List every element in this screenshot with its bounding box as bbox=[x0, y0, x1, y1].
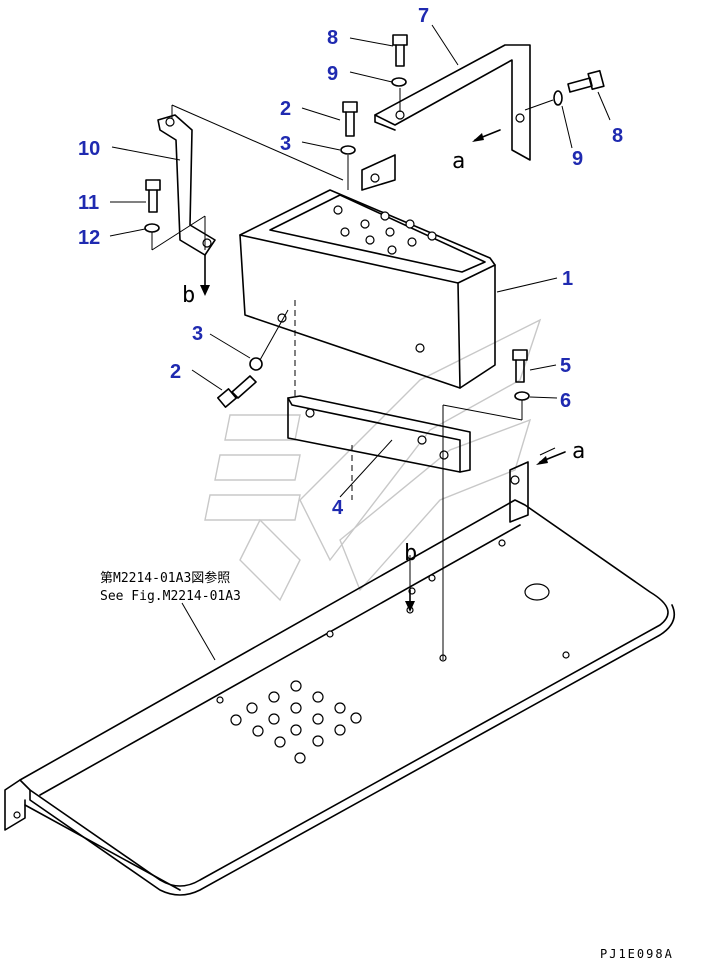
bracket-4 bbox=[287, 395, 471, 473]
reference-note: 第M2214-01A3図参照 See Fig.M2214-01A3 bbox=[100, 570, 241, 604]
callout-12: 12 bbox=[78, 227, 100, 249]
bolt-5 bbox=[512, 349, 528, 383]
washer-9-upper bbox=[391, 77, 407, 87]
washer-6 bbox=[514, 391, 530, 401]
cover-box bbox=[239, 189, 496, 389]
bolt-8-upper bbox=[392, 34, 408, 67]
bracket-10 bbox=[157, 114, 216, 256]
callout-labels: 1 2 2 3 3 4 5 6 7 8 8 9 9 10 11 12 bbox=[78, 5, 623, 519]
bolt-11 bbox=[145, 179, 161, 213]
view-letter-b-lower: b bbox=[404, 541, 417, 566]
bolt-2-upper bbox=[342, 101, 358, 137]
callout-6: 6 bbox=[560, 390, 571, 412]
leader-lines bbox=[109, 24, 611, 661]
callout-4: 4 bbox=[332, 497, 344, 519]
callout-11: 11 bbox=[78, 192, 99, 214]
callout-9-upper: 9 bbox=[327, 63, 338, 85]
view-letter-labels: a a b b bbox=[182, 149, 585, 566]
callout-1: 1 bbox=[562, 268, 573, 290]
callout-8-upper: 8 bbox=[327, 27, 338, 49]
view-letter-a-lower: a bbox=[572, 439, 585, 464]
callout-9-right: 9 bbox=[572, 148, 583, 170]
bolt-8-right bbox=[567, 69, 605, 93]
callout-3-upper: 3 bbox=[280, 133, 291, 155]
washer-3-lower bbox=[249, 357, 263, 371]
callout-5: 5 bbox=[560, 355, 571, 377]
watermark-logo bbox=[204, 318, 542, 602]
callout-10: 10 bbox=[78, 138, 100, 160]
callout-8-right: 8 bbox=[612, 125, 623, 147]
washer-3-upper bbox=[340, 145, 356, 155]
reference-note-jp: 第M2214-01A3図参照 bbox=[100, 570, 230, 586]
bolt-2-lower bbox=[216, 375, 257, 408]
view-letter-b-upper: b bbox=[182, 283, 195, 308]
callout-2-lower: 2 bbox=[170, 361, 181, 383]
callout-3-lower: 3 bbox=[192, 323, 203, 345]
assembly-lines bbox=[151, 88, 556, 660]
callout-7: 7 bbox=[418, 5, 429, 27]
view-arrows bbox=[200, 129, 566, 612]
bracket-7 bbox=[361, 44, 531, 191]
drawing-code: PJ1E098A bbox=[600, 947, 674, 961]
washer-9-right bbox=[553, 90, 563, 106]
view-letter-a-upper: a bbox=[452, 149, 465, 174]
washer-12 bbox=[144, 223, 160, 233]
reference-note-en: See Fig.M2214-01A3 bbox=[100, 589, 241, 604]
callout-2-upper: 2 bbox=[280, 98, 291, 120]
base-plate bbox=[4, 461, 676, 896]
